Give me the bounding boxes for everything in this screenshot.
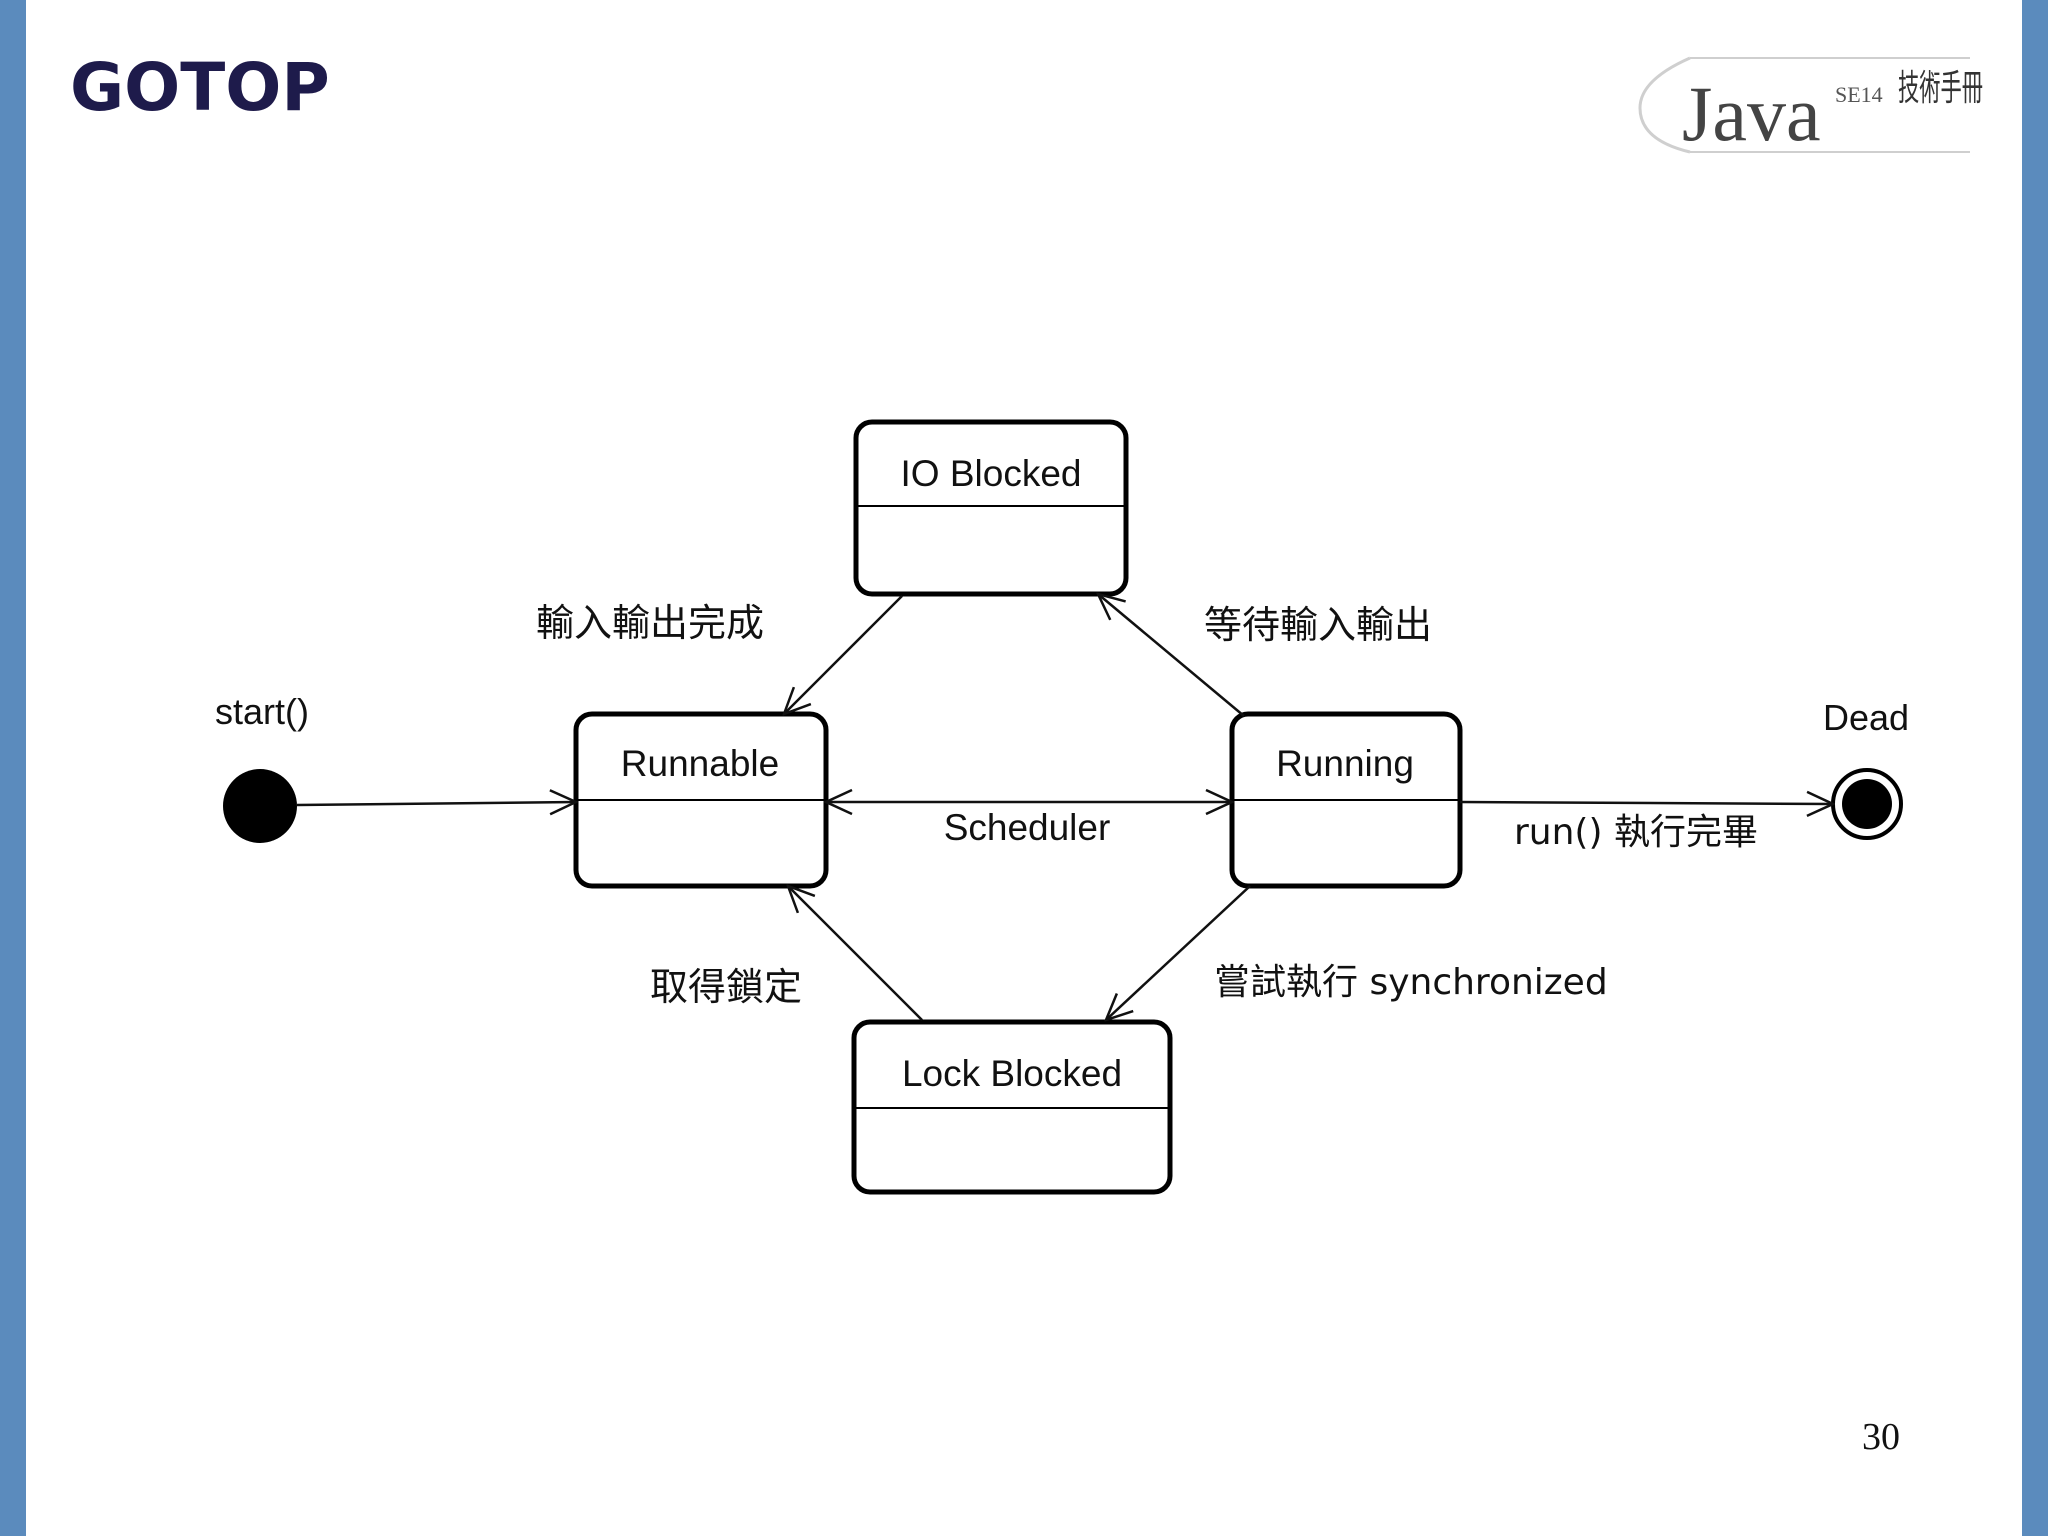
gotop-logo-text: GOTOP — [70, 49, 330, 126]
transition-running-to-io — [1098, 594, 1245, 717]
page-number: 30 — [1862, 1416, 1900, 1458]
start-node — [223, 769, 297, 843]
state-lock-blocked-label: Lock Blocked — [902, 1053, 1122, 1094]
transition-running-to-lock — [1106, 885, 1251, 1020]
java-logo: Java SE14 技術手冊 — [1638, 56, 1983, 157]
state-lock-blocked: Lock Blocked — [851, 1019, 1173, 1195]
end-node-core — [1842, 779, 1892, 829]
left-accent-bar — [0, 0, 26, 1536]
end-label: Dead — [1823, 697, 1909, 738]
transition-start-to-runnable — [296, 802, 576, 805]
state-running-label: Running — [1276, 743, 1414, 784]
right-accent-bar — [2022, 0, 2048, 1536]
state-runnable: Runnable — [573, 711, 829, 889]
gotop-logo: GOTOP — [70, 49, 330, 126]
label-scheduler: Scheduler — [944, 807, 1111, 848]
start-label: start() — [215, 691, 309, 732]
label-io-done: 輸入輸出完成 — [536, 601, 764, 645]
java-logo-edition: SE14 — [1835, 82, 1883, 107]
transition-io-to-runnable — [784, 595, 903, 714]
state-runnable-label: Runnable — [621, 743, 779, 784]
transition-lock-to-runnable — [788, 886, 923, 1021]
label-wait-io: 等待輸入輸出 — [1204, 603, 1432, 647]
state-io-blocked: IO Blocked — [853, 419, 1129, 597]
transition-running-to-dead — [1459, 802, 1833, 804]
label-lock-acquired: 取得鎖定 — [650, 965, 802, 1009]
label-run-done: run() 執行完畢 — [1514, 812, 1758, 853]
state-io-blocked-label: IO Blocked — [901, 453, 1082, 494]
label-try-sync: 嘗試執行 synchronized — [1214, 962, 1608, 1003]
state-running: Running — [1229, 711, 1463, 889]
java-logo-seal: 技術手冊 — [1898, 68, 1983, 109]
java-logo-text: Java — [1682, 70, 1821, 157]
